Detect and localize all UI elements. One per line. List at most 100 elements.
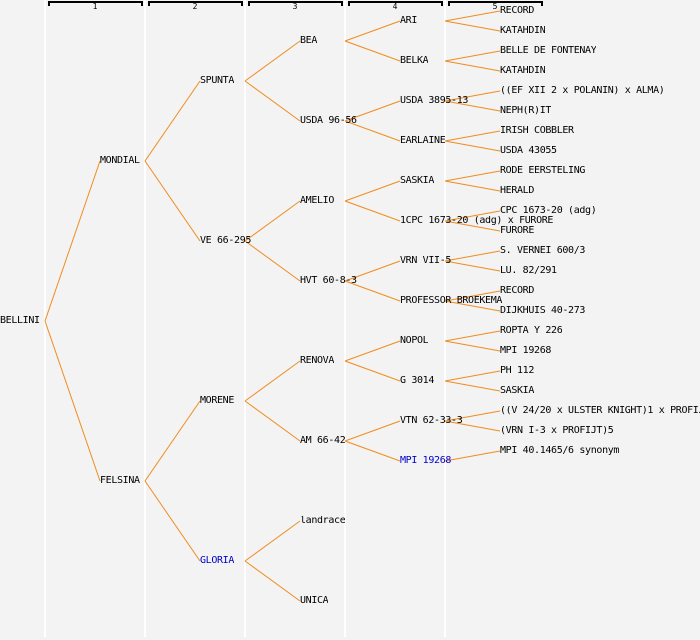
pedigree-link [444,260,501,272]
pedigree-link [344,260,401,282]
pedigree-node-gen-5: (VRN I-3 x PROFIJT)5 [500,426,614,436]
pedigree-node-gen-4: SASKIA [400,176,435,186]
pedigree-link [444,170,501,182]
pedigree-node-gen-4: NOPOL [400,336,429,346]
pedigree-node-gen-5: ROPTA Y 226 [500,326,563,336]
pedigree-node-gen-5: HERALD [500,186,535,196]
column-separator [144,0,146,637]
generation-label: 4 [392,2,398,11]
pedigree-node-gen-4: PROFESSOR BROEKEMA [400,296,503,306]
pedigree-link [444,220,501,232]
generation-bracket [248,1,343,6]
generation-bracket [448,1,543,6]
pedigree-link [444,10,501,22]
generation-label: 1 [92,2,98,11]
pedigree-link [444,420,501,432]
pedigree-link [44,320,101,482]
pedigree-node-gen-0: BELLINI [0,316,40,326]
pedigree-link [344,360,401,382]
pedigree-link [444,330,501,342]
pedigree-node-gen-5: RECORD [500,6,535,16]
pedigree-link [244,400,301,442]
pedigree-link [444,450,501,462]
pedigree-node-gen-4: 1CPC 1673-20 (adg) x FURORE [400,216,554,226]
pedigree-link [444,340,501,352]
pedigree-node-gen-3: AMELIO [300,196,335,206]
pedigree-node-gen-2: MORENE [200,396,235,406]
pedigree-node-gen-2: SPUNTA [200,76,235,86]
pedigree-node-gen-5: PH 112 [500,366,535,376]
pedigree-node-gen-5: NEPH(R)IT [500,106,552,116]
pedigree-node-gen-1: MONDIAL [100,156,140,166]
pedigree-link [44,160,101,322]
pedigree-link [344,440,401,462]
pedigree-link [444,290,501,302]
pedigree-link [344,40,401,62]
pedigree-node-gen-5: IRISH COBBLER [500,126,574,136]
generation-label: 5 [492,2,498,11]
pedigree-node-gen-4: EARLAINE [400,136,446,146]
generation-label: 3 [292,2,298,11]
column-separator [444,0,446,637]
pedigree-node-gen-3: UNICA [300,596,329,606]
pedigree-link [444,20,501,32]
generation-bracket [148,1,243,6]
pedigree-node-gen-5: FURORE [500,226,535,236]
column-separator [44,0,46,637]
pedigree-link [244,360,301,402]
pedigree-node-gen-5: KATAHDIN [500,66,546,76]
pedigree-link [444,410,501,422]
pedigree-link [244,240,301,282]
pedigree-node-gen-5: LU. 82/291 [500,266,557,276]
pedigree-node-gen-5: KATAHDIN [500,26,546,36]
generation-bracket [48,1,143,6]
pedigree-link [444,50,501,62]
pedigree-link [344,20,401,42]
pedigree-node-gen-4: G 3014 [400,376,435,386]
pedigree-link [244,560,301,602]
pedigree-node-gen-4: BELKA [400,56,429,66]
pedigree-node-gen-2[interactable]: GLORIA [200,556,235,566]
pedigree-link [344,340,401,362]
pedigree-node-gen-5: RODE EERSTELING [500,166,586,176]
column-separator [244,0,246,637]
pedigree-node-gen-3: USDA 96-56 [300,116,357,126]
pedigree-link [244,80,301,122]
pedigree-node-gen-3: RENOVA [300,356,335,366]
pedigree-node-gen-5: BELLE DE FONTENAY [500,46,597,56]
pedigree-link [444,90,501,102]
pedigree-link [444,250,501,262]
pedigree-link [144,160,201,242]
pedigree-node-gen-5: CPC 1673-20 (adg) [500,206,597,216]
pedigree-node-gen-3: HVT 60-8-3 [300,276,357,286]
pedigree-node-gen-5: USDA 43055 [500,146,557,156]
pedigree-link [344,100,401,122]
pedigree-link [344,200,401,222]
pedigree-link [144,80,201,162]
pedigree-node-gen-5: S. VERNEI 600/3 [500,246,586,256]
pedigree-link [344,120,401,142]
pedigree-node-gen-5: MPI 40.1465/6 synonym [500,446,620,456]
pedigree-node-gen-4: ARI [400,16,418,26]
generation-bracket [348,1,443,6]
pedigree-link [444,380,501,392]
pedigree-link [444,60,501,72]
pedigree-link [144,400,201,482]
pedigree-link [244,520,301,562]
pedigree-node-gen-4: VRN VII-5 [400,256,452,266]
pedigree-link [344,280,401,302]
pedigree-node-gen-5: DIJKHUIS 40-273 [500,306,586,316]
pedigree-node-gen-5: ((V 24/20 x ULSTER KNIGHT)1 x PROFIJT) [500,406,700,416]
pedigree-node-gen-5: MPI 19268 [500,346,552,356]
pedigree-node-gen-1: FELSINA [100,476,140,486]
pedigree-link [444,100,501,112]
pedigree-node-gen-5: RECORD [500,286,535,296]
pedigree-node-gen-4: USDA 3895-13 [400,96,469,106]
pedigree-node-gen-3: BEA [300,36,318,46]
pedigree-node-gen-3: AM 66-42 [300,436,346,446]
pedigree-node-gen-2: VE 66-295 [200,236,252,246]
column-separator [344,0,346,637]
pedigree-node-gen-4[interactable]: MPI 19268 [400,456,452,466]
